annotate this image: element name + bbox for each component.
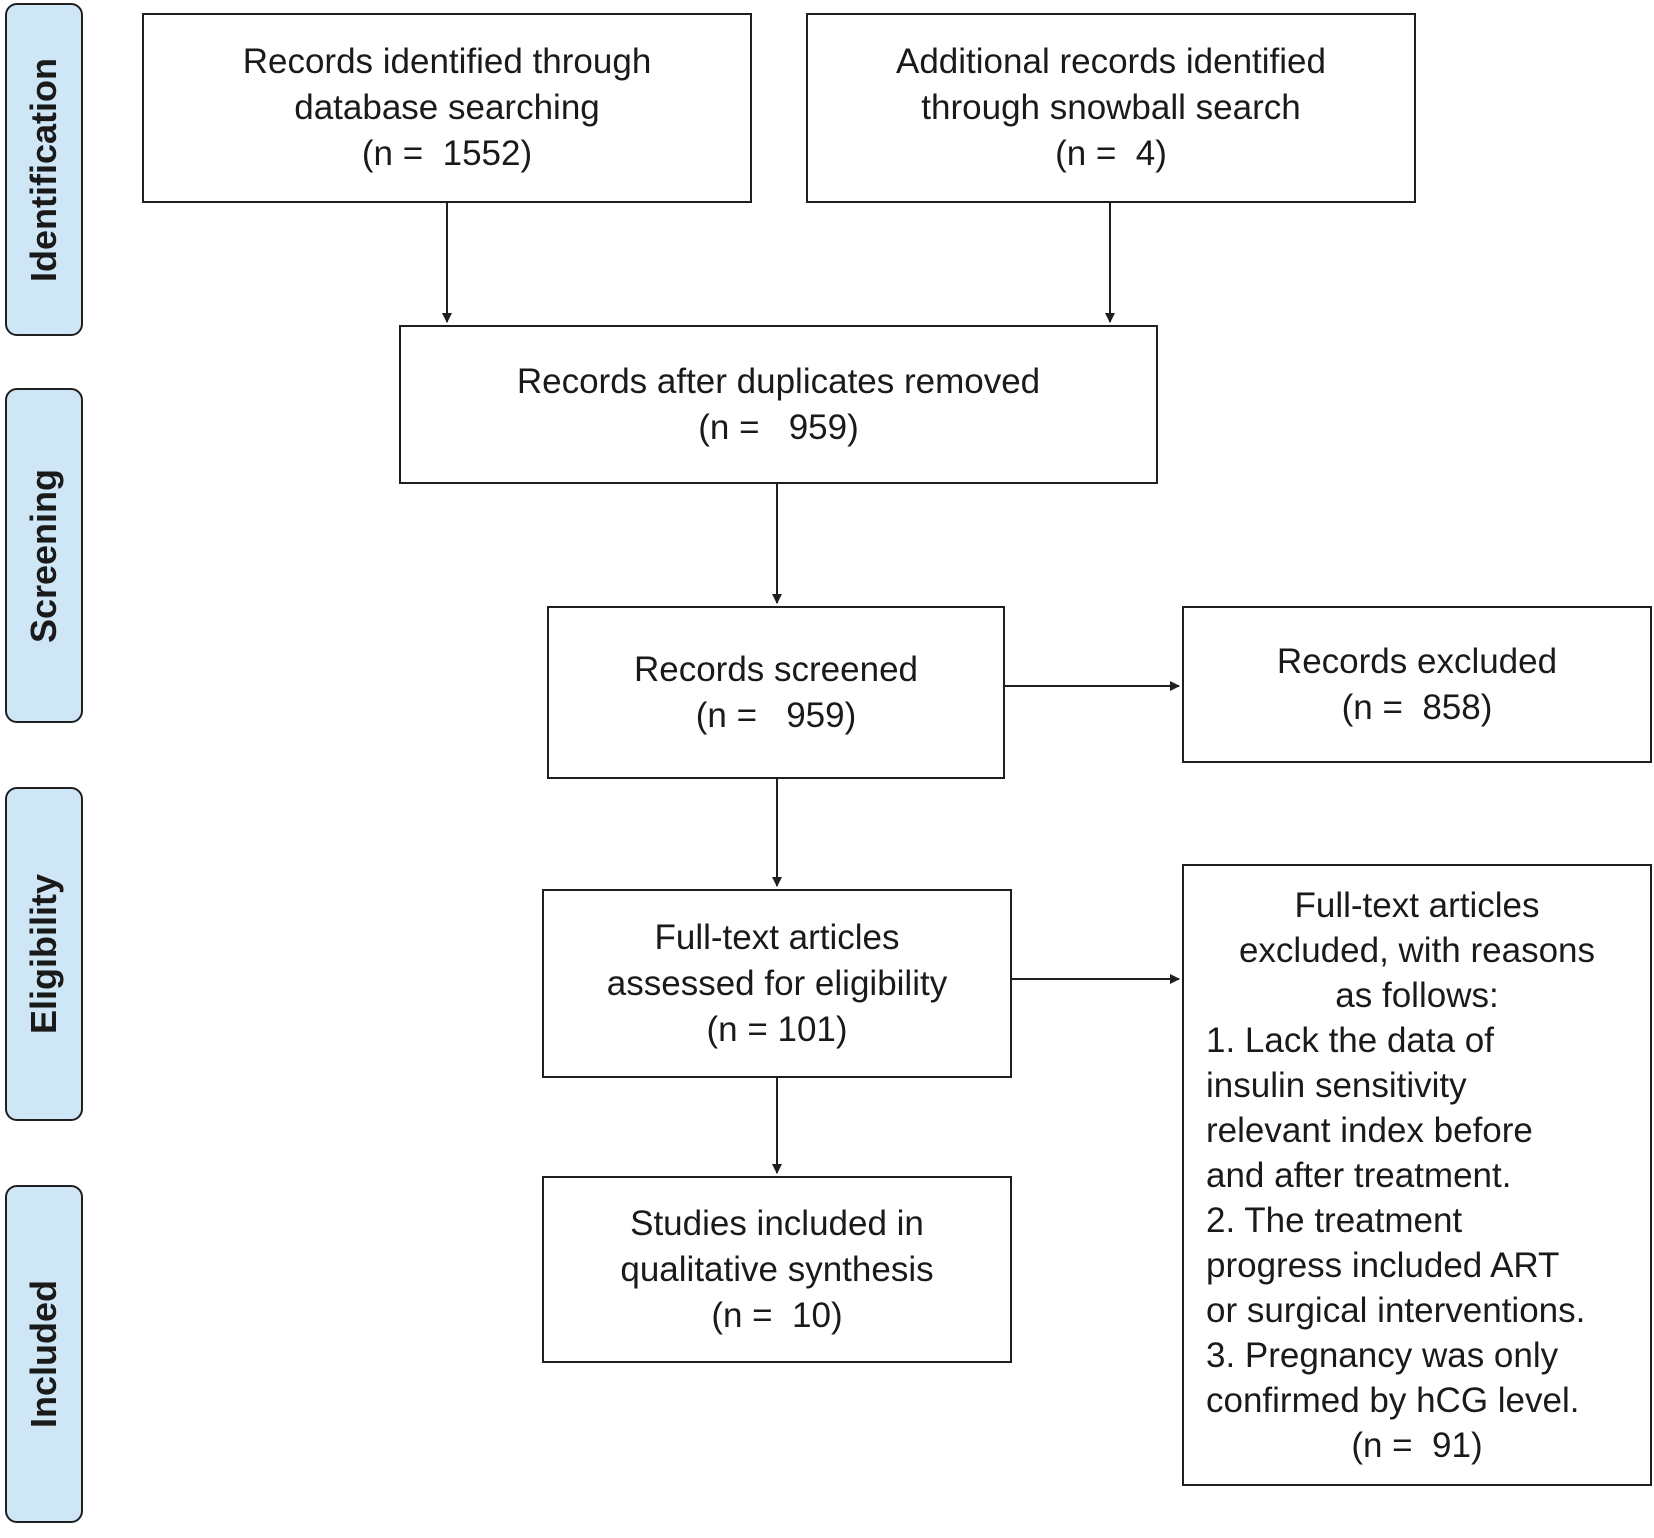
fulltext-excluded-line1: Full-text articles <box>1294 885 1540 925</box>
records-screened-line1: Records screened <box>633 649 919 689</box>
exclusion-reason-line: progress included ART <box>1206 1245 1560 1285</box>
duplicates-removed-line1: Records after duplicates removed <box>516 361 1041 401</box>
duplicates-removed-box: Records after duplicates removed (n = 95… <box>399 325 1158 484</box>
exclusion-reason-line: confirmed by hCG level. <box>1206 1380 1580 1420</box>
exclusion-reason-line: relevant index before <box>1206 1110 1533 1150</box>
database-records-box: Records identified through database sear… <box>142 13 752 203</box>
fulltext-assessed-count: (n = 101) <box>706 1009 848 1049</box>
database-records-count: (n = 1552) <box>361 134 533 173</box>
database-records-line2: database searching <box>294 88 600 127</box>
snowball-records-line1: Additional records identified <box>896 42 1326 81</box>
records-excluded-box: Records excluded (n = 858) <box>1182 606 1652 763</box>
records-screened-box: Records screened (n = 959) <box>547 606 1005 779</box>
exclusion-reason-line: and after treatment. <box>1206 1155 1512 1195</box>
duplicates-removed-count: (n = 959) <box>698 407 859 447</box>
exclusion-reason-line: 1. Lack the data of <box>1206 1020 1494 1060</box>
snowball-records-count: (n = 4) <box>1055 134 1167 173</box>
fulltext-excluded-box: Full-text articles excluded, with reason… <box>1182 864 1652 1486</box>
phase-screening: Screening <box>5 388 83 723</box>
studies-included-box: Studies included in qualitative synthesi… <box>542 1176 1012 1363</box>
studies-included-count: (n = 10) <box>711 1295 843 1335</box>
database-records-line1: Records identified through <box>242 42 652 81</box>
studies-included-line2: qualitative synthesis <box>620 1249 934 1289</box>
exclusion-reason-line: 3. Pregnancy was only <box>1206 1335 1559 1375</box>
fulltext-excluded-count: (n = 91) <box>1351 1425 1483 1465</box>
exclusion-reason-line: 2. The treatment <box>1206 1200 1463 1240</box>
phase-identification: Identification <box>5 3 83 336</box>
exclusion-reason-line: insulin sensitivity <box>1206 1065 1467 1105</box>
fulltext-excluded-line3: as follows: <box>1335 975 1499 1015</box>
snowball-records-box: Additional records identified through sn… <box>806 13 1416 203</box>
studies-included-line1: Studies included in <box>630 1203 924 1243</box>
phase-included: Included <box>5 1185 83 1523</box>
fulltext-excluded-line2: excluded, with reasons <box>1238 930 1596 970</box>
fulltext-assessed-box: Full-text articles assessed for eligibil… <box>542 889 1012 1078</box>
snowball-records-line2: through snowball search <box>921 88 1301 127</box>
fulltext-assessed-line2: assessed for eligibility <box>606 963 948 1003</box>
fulltext-assessed-line1: Full-text articles <box>654 917 900 957</box>
records-excluded-line1: Records excluded <box>1276 641 1558 681</box>
exclusion-reason-line: or surgical interventions. <box>1206 1290 1586 1330</box>
phase-eligibility: Eligibility <box>5 787 83 1121</box>
records-screened-count: (n = 959) <box>695 695 857 735</box>
records-excluded-count: (n = 858) <box>1341 687 1493 727</box>
